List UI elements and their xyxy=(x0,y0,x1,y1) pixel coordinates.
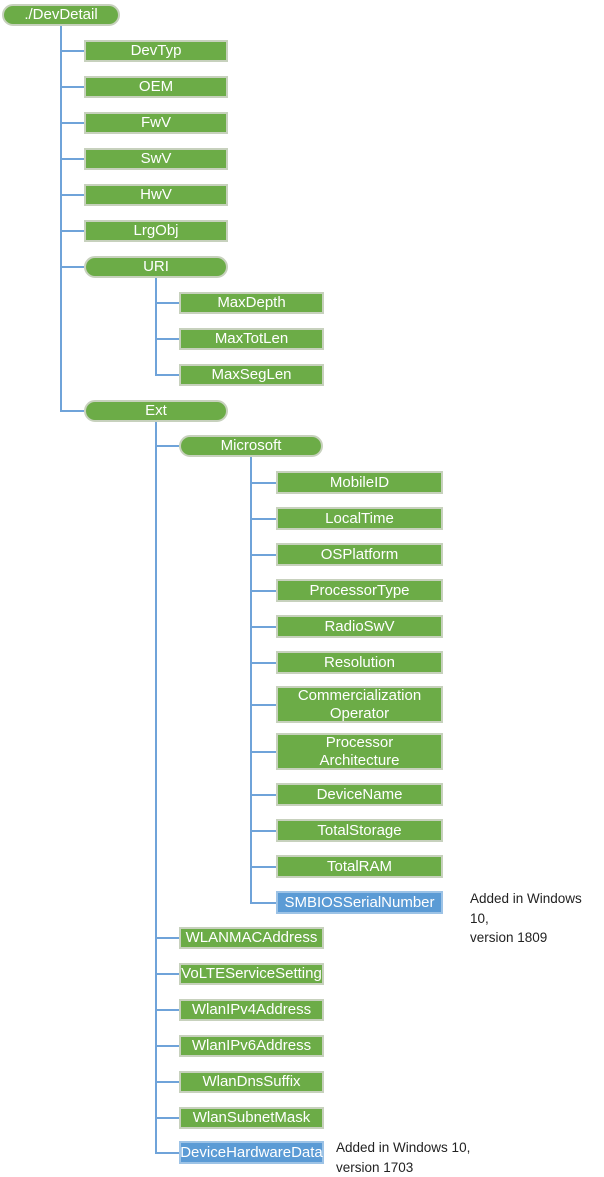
node-fwv: FwV xyxy=(84,112,228,134)
connector-line xyxy=(61,230,84,232)
connector-line xyxy=(251,482,276,484)
node-radioswv: RadioSwV xyxy=(276,615,443,638)
node-ext: Ext xyxy=(84,400,228,422)
connector-line xyxy=(61,50,84,52)
connector-line xyxy=(155,422,157,1154)
connector-line xyxy=(61,410,84,412)
node-devicename: DeviceName xyxy=(276,783,443,806)
connector-line xyxy=(251,662,276,664)
node-wlanipv4address: WlanIPv4Address xyxy=(179,999,324,1021)
node-maxtotlen: MaxTotLen xyxy=(179,328,324,350)
connector-line xyxy=(251,626,276,628)
connector-line xyxy=(251,590,276,592)
connector-line xyxy=(61,266,84,268)
connector-line xyxy=(61,158,84,160)
node-processortype: ProcessorType xyxy=(276,579,443,602)
connector-line xyxy=(155,278,157,376)
connector-line xyxy=(251,518,276,520)
node-totalstorage: TotalStorage xyxy=(276,819,443,842)
connector-line xyxy=(251,554,276,556)
connector-line xyxy=(251,902,276,904)
connector-line xyxy=(251,866,276,868)
connector-line xyxy=(251,794,276,796)
node-voltesevicesetting: VoLTEServiceSetting xyxy=(179,963,324,985)
node-devicehardwaredata: DeviceHardwareData xyxy=(179,1141,324,1164)
connector-line xyxy=(156,374,179,376)
node-processorarchitecture: Processor Architecture xyxy=(276,733,443,770)
annotation-note-1703: Added in Windows 10, version 1703 xyxy=(336,1140,471,1175)
connector-line xyxy=(156,1009,179,1011)
node-hwv: HwV xyxy=(84,184,228,206)
connector-line xyxy=(156,1117,179,1119)
annotation-note-1809: Added in Windows 10, version 1809 xyxy=(470,891,582,946)
connector-line xyxy=(156,445,179,447)
connector-line xyxy=(251,830,276,832)
node-swv: SwV xyxy=(84,148,228,170)
connector-line xyxy=(61,194,84,196)
node-maxdepth: MaxDepth xyxy=(179,292,324,314)
node-maxseglen: MaxSegLen xyxy=(179,364,324,386)
node-smbiosserialnumber: SMBIOSSerialNumber xyxy=(276,891,443,914)
node-uri: URI xyxy=(84,256,228,278)
node-oem: OEM xyxy=(84,76,228,98)
node-devdetail: ./DevDetail xyxy=(2,4,120,26)
connector-line xyxy=(156,973,179,975)
connector-line xyxy=(250,457,252,904)
connector-line xyxy=(60,26,62,412)
node-localtime: LocalTime xyxy=(276,507,443,530)
node-totalram: TotalRAM xyxy=(276,855,443,878)
node-resolution: Resolution xyxy=(276,651,443,674)
node-osplatform: OSPlatform xyxy=(276,543,443,566)
node-devtyp: DevTyp xyxy=(84,40,228,62)
node-lrgobj: LrgObj xyxy=(84,220,228,242)
node-mobileid: MobileID xyxy=(276,471,443,494)
connector-line xyxy=(251,704,276,706)
connector-line xyxy=(156,1081,179,1083)
connector-line xyxy=(61,86,84,88)
node-commercializationoperator: Commercialization Operator xyxy=(276,686,443,723)
node-microsoft: Microsoft xyxy=(179,435,323,457)
node-wlansubnetmask: WlanSubnetMask xyxy=(179,1107,324,1129)
connector-line xyxy=(251,751,276,753)
node-wlandnssuffix: WlanDnsSuffix xyxy=(179,1071,324,1093)
connector-line xyxy=(156,302,179,304)
connector-line xyxy=(156,937,179,939)
connector-line xyxy=(156,1045,179,1047)
node-wlanipv6address: WlanIPv6Address xyxy=(179,1035,324,1057)
connector-line xyxy=(156,338,179,340)
node-wlanmacaddress: WLANMACAddress xyxy=(179,927,324,949)
connector-line xyxy=(156,1152,179,1154)
connector-line xyxy=(61,122,84,124)
